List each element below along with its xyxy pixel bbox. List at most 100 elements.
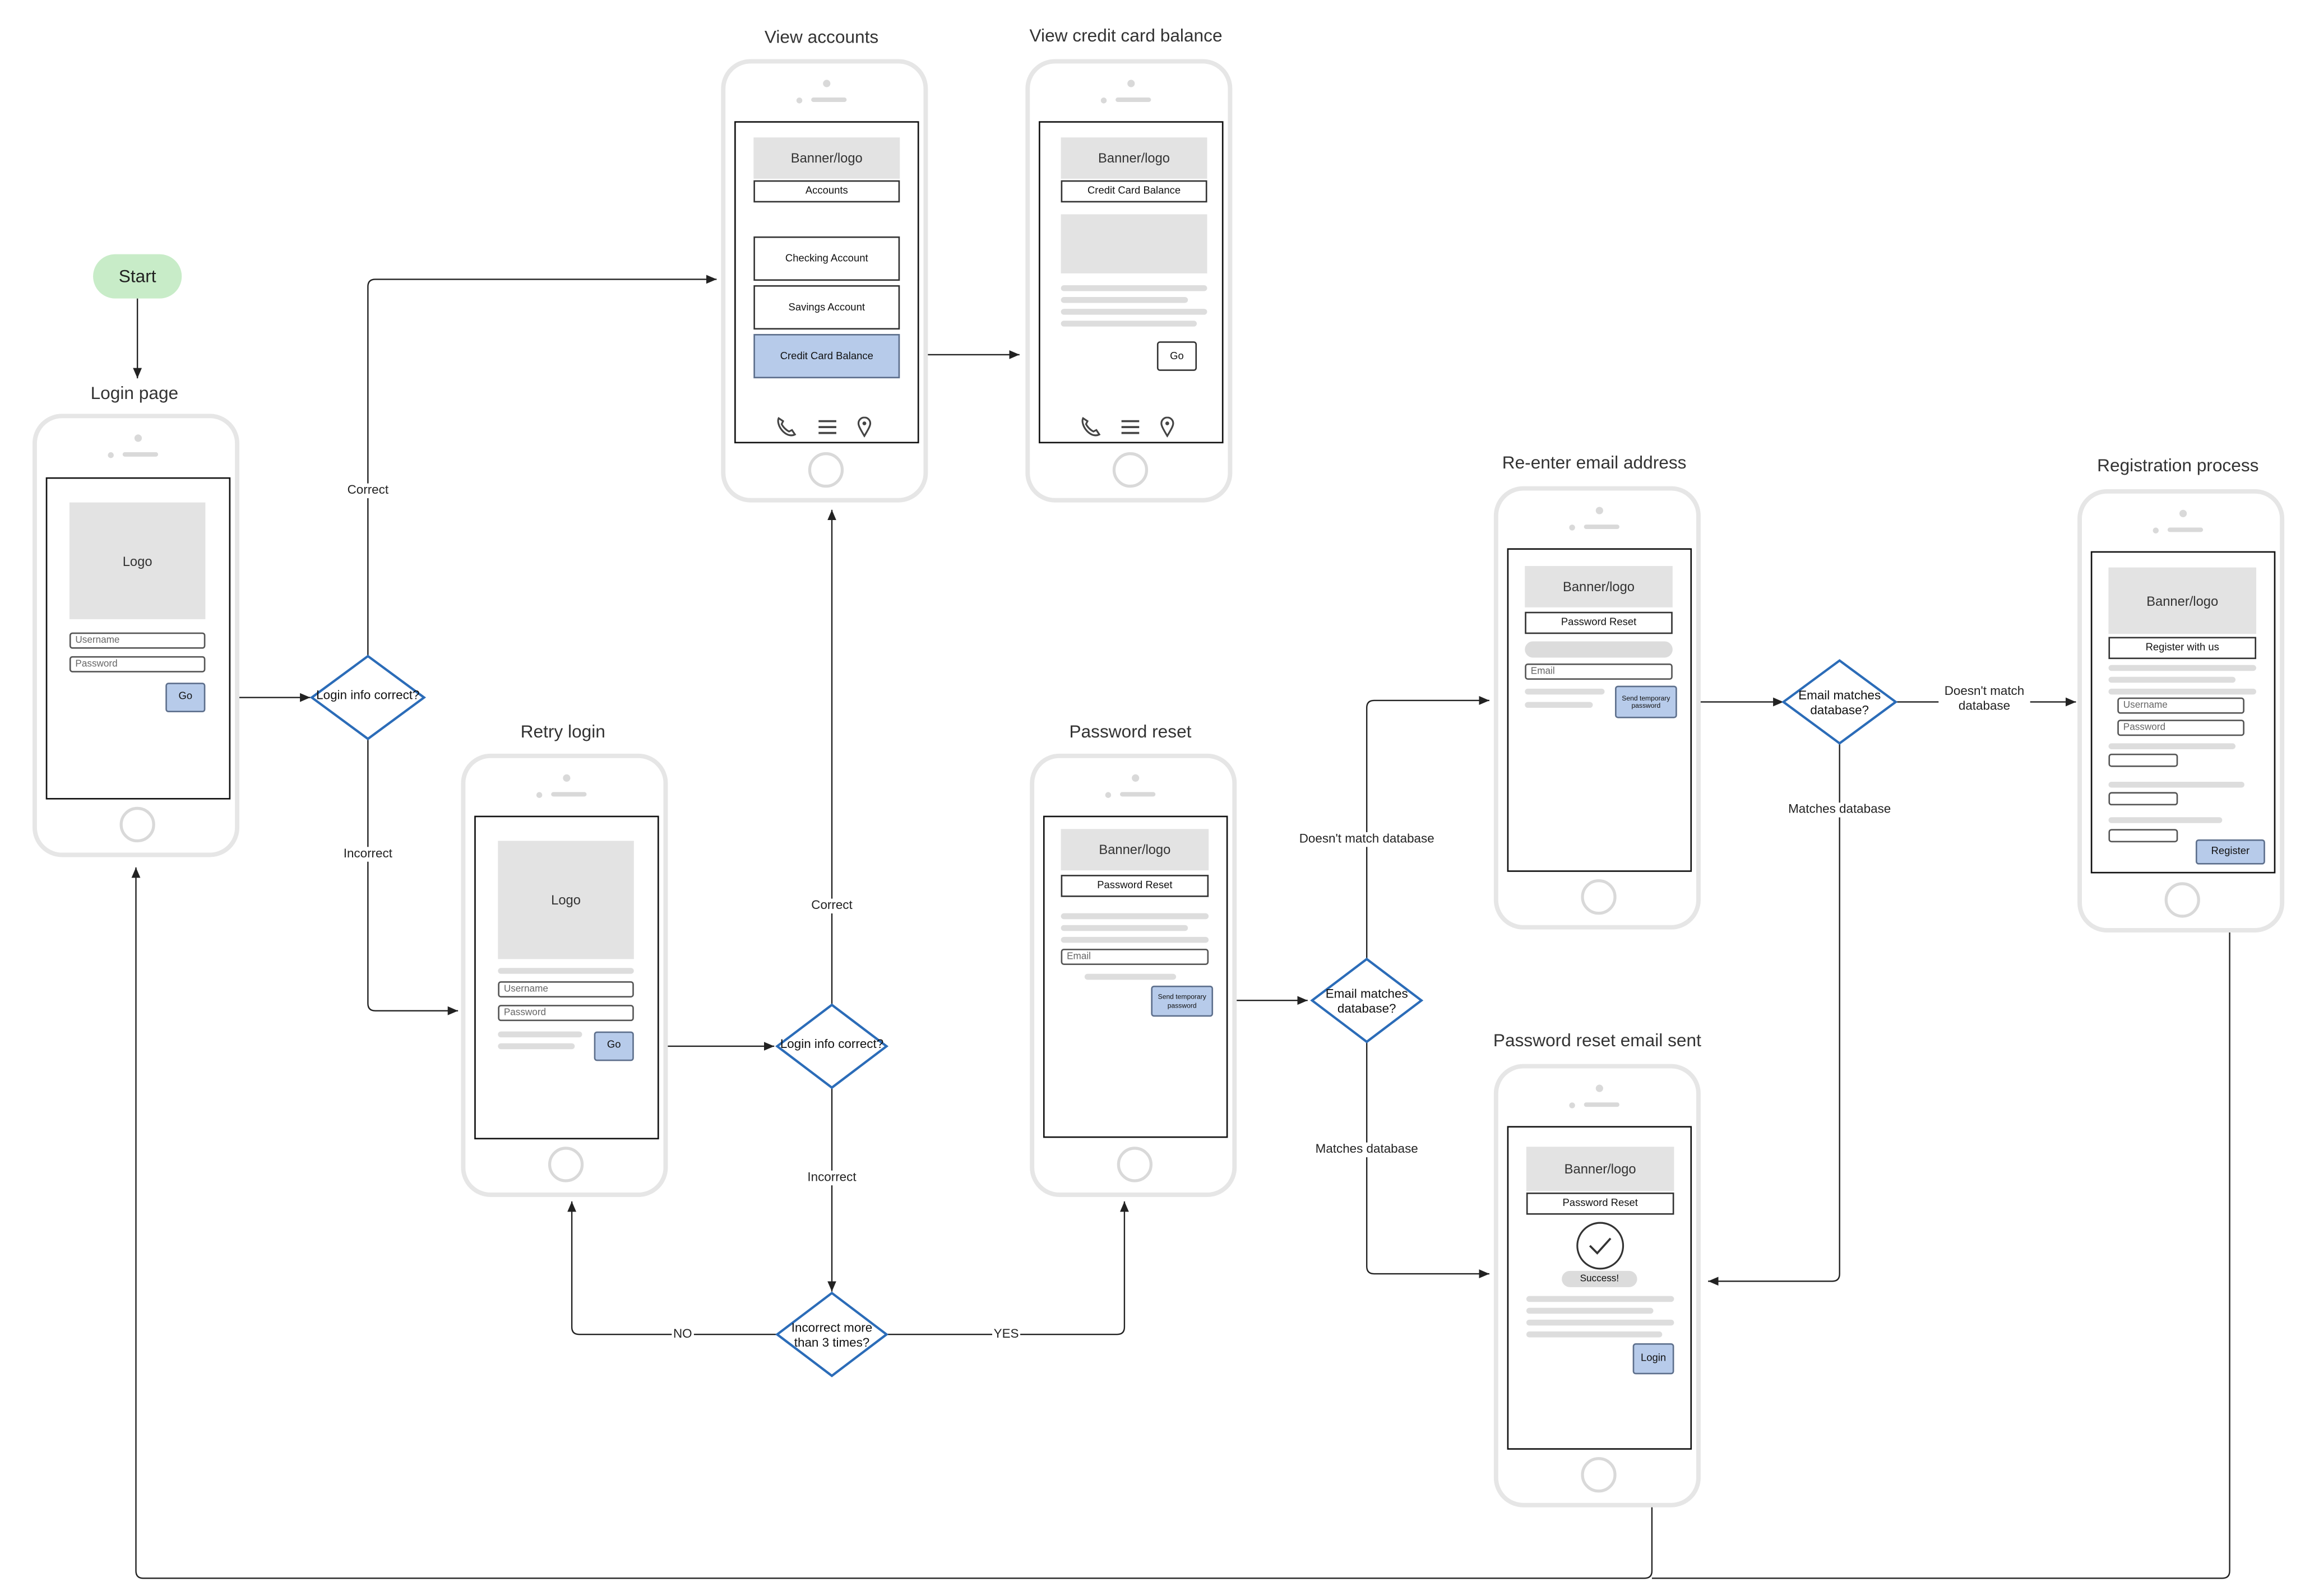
password-reset-header: Password Reset <box>1525 611 1673 634</box>
text-line <box>1525 702 1593 708</box>
edge-incorrect1-retry <box>367 739 459 1015</box>
send-temporary-password-button[interactable]: Send temporary password <box>1151 985 1214 1017</box>
home-button[interactable] <box>1581 1457 1617 1493</box>
banner-logo: Banner/logo <box>1061 137 1207 179</box>
logo-placeholder: Logo <box>69 502 206 619</box>
banner-logo: Banner/logo <box>1526 1147 1674 1191</box>
balance-placeholder <box>1061 214 1207 273</box>
edge-label-no-match-2: Doesn't match database <box>1938 684 2030 714</box>
start-node: Start <box>93 254 182 299</box>
logo-placeholder: Logo <box>498 841 634 959</box>
decision-email-check-2 <box>1781 659 1898 745</box>
username-input[interactable]: Username <box>2117 697 2244 714</box>
sent-screen: Banner/logo Password Reset Success! Logi… <box>1507 1126 1692 1450</box>
retry-login-title: Retry login <box>520 721 605 742</box>
email-input[interactable]: Email <box>1061 948 1209 965</box>
text-line <box>2108 781 2244 788</box>
password-input[interactable]: Password <box>2117 720 2244 736</box>
decision-login-check-1 <box>309 655 427 741</box>
login-screen: Logo Username Password Go <box>45 477 231 800</box>
edge-label-no: NO <box>672 1326 694 1342</box>
home-button[interactable] <box>119 806 155 843</box>
decision-login-check-2-text: Login info correct? <box>780 1036 884 1051</box>
register-button[interactable]: Register <box>2195 839 2265 865</box>
password-input[interactable]: Password <box>498 1005 634 1022</box>
credit-card-balance-item[interactable]: Credit Card Balance <box>753 333 900 379</box>
email-input[interactable]: Email <box>1525 664 1673 680</box>
savings-account-item[interactable]: Savings Account <box>753 285 900 330</box>
reenter-screen: Banner/logo Password Reset Email Send te… <box>1507 548 1692 872</box>
login-page-title: Login page <box>90 382 179 403</box>
edge-login-back <box>131 867 1653 1579</box>
text-line <box>1526 1331 1663 1338</box>
decision-email-check-1 <box>1310 957 1424 1043</box>
text-line <box>498 1043 575 1050</box>
decision-attempts-text: Incorrect more than 3 times? <box>791 1320 873 1349</box>
form-field[interactable] <box>2108 753 2178 767</box>
error-banner <box>1525 641 1673 658</box>
edge-yes-reset <box>886 1201 1129 1335</box>
success-badge: Success! <box>1562 1270 1637 1287</box>
home-button[interactable] <box>808 452 844 488</box>
menu-icon[interactable] <box>1120 418 1141 436</box>
go-button[interactable]: Go <box>594 1031 634 1061</box>
text-line <box>1084 973 1177 980</box>
text-line <box>1061 297 1188 303</box>
decision-login-check-1-text: Login info correct? <box>316 687 420 702</box>
location-pin-icon[interactable] <box>857 416 872 438</box>
text-line <box>1061 936 1209 943</box>
username-input[interactable]: Username <box>498 981 634 998</box>
home-button[interactable] <box>548 1147 584 1182</box>
retry-screen: Logo Username Password Go <box>474 815 659 1140</box>
home-button[interactable] <box>1581 879 1617 915</box>
edge-match2-sent <box>1708 743 1840 1286</box>
form-field[interactable] <box>2108 829 2178 843</box>
edge-match1-sent <box>1366 1042 1489 1279</box>
text-line <box>498 968 634 974</box>
form-field[interactable] <box>2108 792 2178 806</box>
checkmark-icon <box>1576 1222 1624 1270</box>
edge-no-retry <box>567 1201 777 1335</box>
edge-register-back <box>1651 864 2230 1579</box>
text-line <box>1061 285 1207 291</box>
password-input[interactable]: Password <box>69 656 206 672</box>
location-pin-icon[interactable] <box>1160 416 1174 438</box>
banner-logo: Banner/logo <box>1525 565 1673 607</box>
accounts-screen: Banner/logo Accounts Checking Account Sa… <box>734 121 919 444</box>
edge-label-correct-2: Correct <box>809 898 854 913</box>
menu-icon[interactable] <box>817 418 838 436</box>
accounts-header: Accounts <box>753 180 900 203</box>
username-input[interactable]: Username <box>69 632 206 649</box>
edge-correct1-accounts <box>367 275 717 656</box>
reset-email-sent-title: Password reset email sent <box>1493 1029 1701 1051</box>
home-button[interactable] <box>1112 452 1149 488</box>
checking-account-item[interactable]: Checking Account <box>753 236 900 281</box>
register-screen: Banner/logo Register with us Username Pa… <box>2090 551 2276 874</box>
home-button[interactable] <box>2164 882 2200 918</box>
text-line <box>1061 913 1209 920</box>
text-line <box>2108 688 2257 695</box>
send-temporary-password-button[interactable]: Send temporary password <box>1615 685 1677 718</box>
edge-label-match-2: Matches database <box>1786 801 1892 817</box>
text-line <box>1525 688 1605 695</box>
edge-label-correct-1: Correct <box>345 482 390 498</box>
banner-logo: Banner/logo <box>2108 567 2257 634</box>
view-accounts-title: View accounts <box>764 26 879 48</box>
phone-icon[interactable] <box>1080 416 1101 438</box>
home-button[interactable] <box>1117 1147 1153 1182</box>
go-button[interactable]: Go <box>1156 341 1197 371</box>
edge-label-no-match-1: Doesn't match database <box>1298 831 1436 847</box>
phone-icon[interactable] <box>776 416 797 438</box>
text-line <box>2108 743 2236 749</box>
credit-card-balance-header: Credit Card Balance <box>1061 180 1207 203</box>
edge-label-incorrect-2: Incorrect <box>806 1170 858 1185</box>
go-button[interactable]: Go <box>165 683 206 713</box>
reset-screen: Banner/logo Password Reset Email Send te… <box>1043 815 1228 1138</box>
login-button[interactable]: Login <box>1632 1343 1674 1375</box>
registration-title: Registration process <box>2097 455 2259 476</box>
text-line <box>1526 1296 1674 1302</box>
edge-label-incorrect-1: Incorrect <box>342 846 394 862</box>
password-reset-header: Password Reset <box>1526 1193 1674 1215</box>
